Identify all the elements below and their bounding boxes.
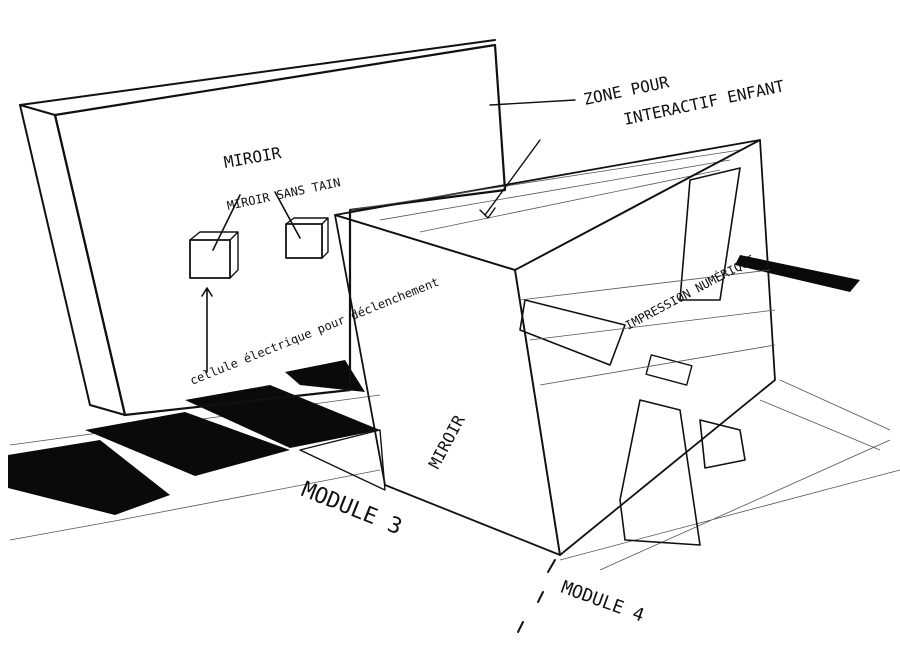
label-module-4: MODULE 4 <box>558 577 647 626</box>
front-module-box <box>299 99 776 556</box>
floor-stripe <box>85 412 290 476</box>
mirror-sans-tain-boxes <box>189 191 329 373</box>
ground-lines <box>9 379 900 571</box>
module-divider <box>517 559 556 633</box>
label-miroir-top: MIROIR <box>222 143 283 172</box>
floor-stripe <box>185 385 380 448</box>
label-miroir-front: MIROIR <box>425 412 469 472</box>
floor-stripes <box>8 255 860 515</box>
floor-stripe <box>8 440 170 515</box>
floor-stripe <box>735 255 860 292</box>
floor-stripe <box>285 360 365 392</box>
